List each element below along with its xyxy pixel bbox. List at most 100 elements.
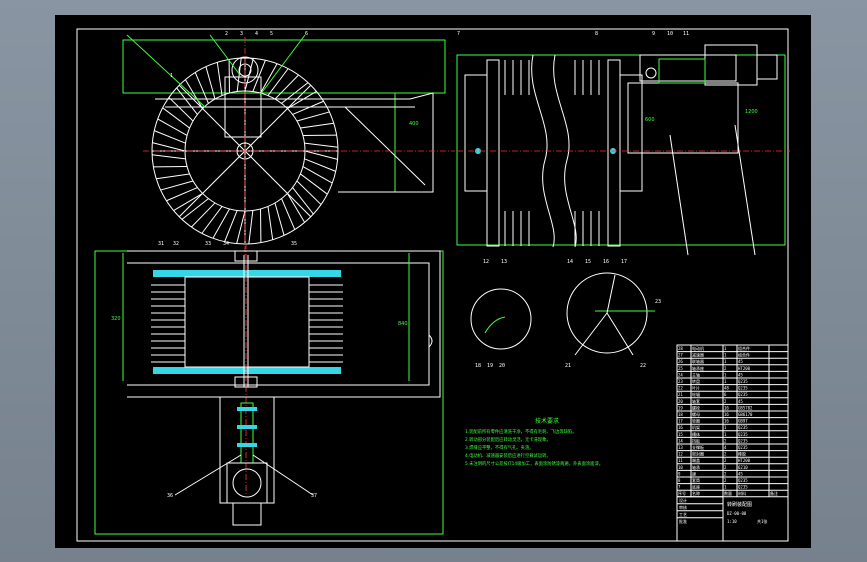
- bom-cell: 2: [724, 452, 727, 457]
- bom-cell: 24: [678, 372, 683, 377]
- bom-cell: 1: [724, 485, 727, 490]
- bom-cell: 2: [724, 471, 727, 476]
- left-fins: [151, 284, 185, 363]
- drawing-canvas[interactable]: 1 2 3 4 5 6 400: [55, 15, 811, 548]
- bom-cell: 底座: [692, 484, 700, 490]
- bom-cell: 减速器: [692, 352, 704, 358]
- bom-cell: Q235: [738, 485, 748, 490]
- bom-cell: GB6170: [738, 412, 753, 417]
- rotor-blade: [304, 150, 338, 160]
- bom-cell: 1: [724, 353, 727, 358]
- svg-text:23: 23: [655, 299, 661, 305]
- svg-text:17: 17: [621, 259, 627, 265]
- right-fins: [309, 284, 343, 363]
- sign-label: 设计: [679, 497, 687, 503]
- rotor-blade: [224, 210, 238, 242]
- rotor-blade: [304, 158, 336, 172]
- bom-cell: HT200: [738, 366, 751, 371]
- bom-cell: 16: [724, 405, 729, 410]
- bom-cell: 轴套: [692, 398, 700, 404]
- rotor-blade: [152, 154, 186, 160]
- bom-cell: 11: [678, 458, 683, 463]
- bom-cell: GB97: [738, 419, 748, 424]
- rotor-blade: [267, 68, 289, 96]
- rotor-blade: [300, 173, 328, 195]
- bom-cell: 键: [692, 470, 696, 476]
- bom-cell: 螺母: [692, 411, 700, 417]
- bom-cell: 14: [678, 438, 683, 443]
- drawing-number: DZ-00-00: [727, 511, 747, 516]
- bom-cell: 22: [678, 386, 683, 391]
- break-line-1: [531, 54, 555, 248]
- bom-cell: Q235: [738, 386, 748, 391]
- outline-box-right: [394, 92, 434, 193]
- bom-cell: 20: [678, 399, 683, 404]
- rotor-blade: [274, 202, 285, 236]
- bom-cell: 15: [678, 432, 683, 437]
- bom-cell: 12: [678, 452, 683, 457]
- sign-label: 审核: [679, 504, 687, 510]
- bom-cell: 45: [738, 372, 743, 377]
- bom-cell: 16: [724, 419, 729, 424]
- rotor-blade: [181, 198, 209, 220]
- rotor-blade: [260, 63, 278, 94]
- rotor-blade: [300, 122, 334, 129]
- bom-cell: 轮辐: [692, 391, 700, 397]
- bom-cell: 轴承: [692, 464, 700, 470]
- bom-cell: Q235: [738, 425, 748, 430]
- bom-cell: HT200: [738, 458, 751, 463]
- bom-cell: 联轴器: [692, 358, 704, 364]
- svg-text:16: 16: [603, 259, 609, 265]
- drawing-scale: 1:10: [727, 519, 737, 524]
- svg-text:1200: 1200: [745, 109, 758, 115]
- bom-cell: 23: [678, 379, 683, 384]
- rotor-blades: [152, 58, 338, 244]
- svg-text:6: 6: [305, 31, 308, 37]
- bom-cell: 密封圈: [692, 451, 704, 457]
- rotor-blade: [304, 142, 338, 148]
- bom-cell: 机架: [692, 424, 700, 430]
- drive-shaft-view: 36 37: [167, 396, 317, 526]
- bom-header-cell: 序号: [678, 490, 686, 496]
- bom-cell: 挡板: [692, 437, 700, 443]
- bom-cell: 支撑板: [692, 444, 704, 450]
- bom-cell: 26: [678, 359, 683, 364]
- bom-cell: 8: [678, 478, 681, 483]
- svg-text:34: 34: [223, 241, 229, 247]
- rotor-blade: [212, 208, 230, 239]
- drum-body: [184, 276, 310, 368]
- bom-cell: 2: [724, 465, 727, 470]
- svg-text:35: 35: [291, 241, 297, 247]
- rotor-blade: [201, 206, 223, 234]
- bom-cell: 轴承座: [692, 365, 704, 371]
- rotor-blade: [281, 198, 296, 230]
- rotor-blade: [157, 118, 188, 136]
- rotor-blade: [281, 82, 309, 104]
- rotor-blade: [160, 180, 194, 191]
- drawing-sheet[interactable]: 1 2 3 4 5 6 400: [55, 15, 811, 548]
- note-line: 5.未注明的尺寸公差按IT14级加工，表面涂防锈漆两遍，外表面涂面漆。: [465, 460, 603, 467]
- drive-housing: [224, 76, 262, 138]
- motor-base: [232, 502, 262, 526]
- bom-cell: Q235: [738, 445, 748, 450]
- bom-cell: 7: [678, 485, 681, 490]
- rotor-blade: [162, 107, 190, 129]
- rotor-blade: [267, 206, 274, 240]
- svg-text:22: 22: [640, 363, 646, 369]
- bom-cell: 18: [678, 412, 683, 417]
- detail-circle-a: [470, 288, 532, 350]
- bom-cell: Q235: [738, 379, 748, 384]
- rotor-blade: [216, 62, 223, 96]
- bom-cell: Q235: [738, 392, 748, 397]
- motor-body: [704, 44, 758, 86]
- break-line-2: [553, 54, 577, 248]
- bom-cell: 套筒: [692, 477, 700, 483]
- svg-text:10: 10: [667, 31, 673, 37]
- rotor-blade: [152, 142, 186, 152]
- rotor-blade: [191, 202, 216, 228]
- bom-cell: 端盖: [692, 457, 700, 463]
- bom-cell: 25: [678, 366, 683, 371]
- rotor-front-view: 1 2 3 4 5 6 400: [122, 31, 455, 255]
- svg-text:36: 36: [167, 493, 173, 499]
